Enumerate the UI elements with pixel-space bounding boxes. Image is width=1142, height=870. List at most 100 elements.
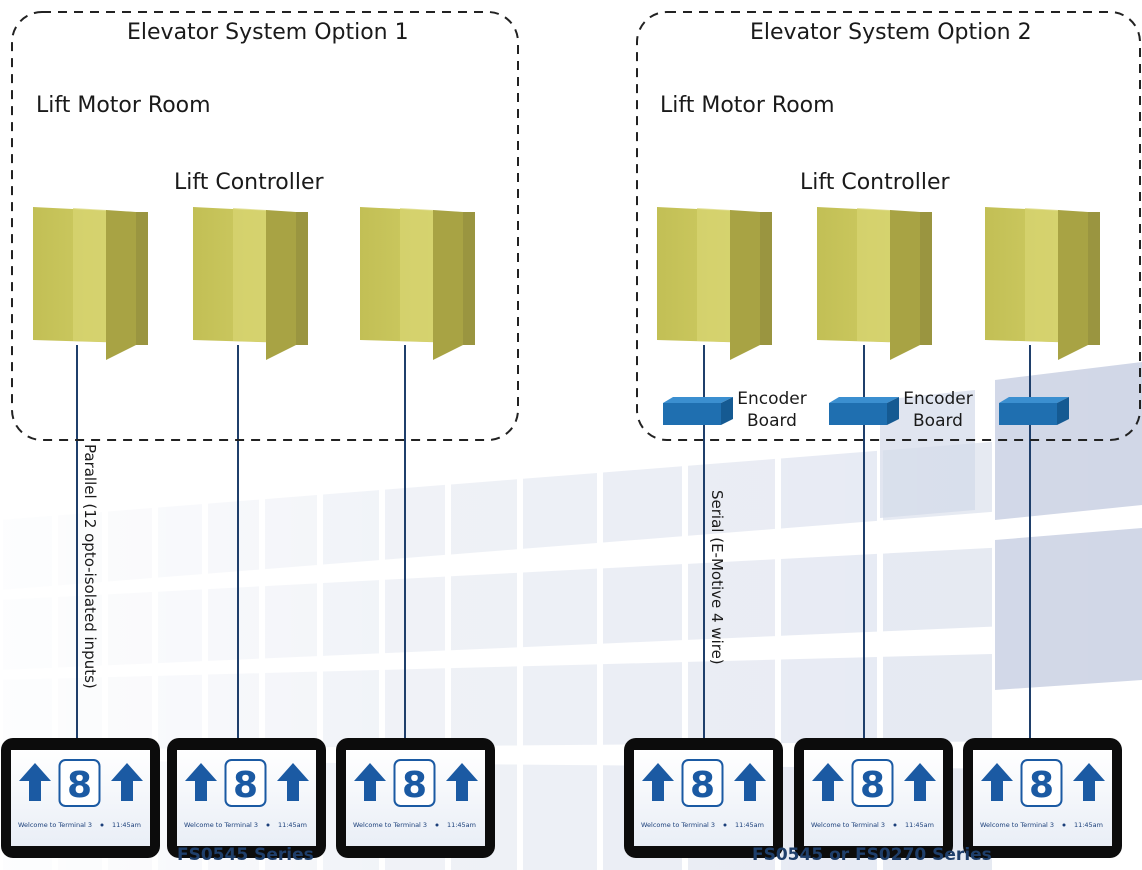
cabinet-edge (296, 212, 308, 345)
cabinet-side (730, 210, 760, 360)
floor-number: 8 (690, 765, 715, 806)
encoder-board (999, 397, 1069, 425)
option2-controller-label: Lift Controller (800, 170, 950, 195)
up-arrow-icon (642, 763, 674, 801)
cabinet-edge (1088, 212, 1100, 345)
floor-number-box (393, 759, 436, 807)
lift-controller-group (33, 207, 1100, 360)
cabinet-door (73, 208, 107, 342)
separator-dot (266, 823, 270, 827)
cabinet-door (233, 208, 267, 342)
lift-controller-cabinet (817, 207, 932, 360)
encoder-board-top (829, 397, 899, 403)
up-arrow-icon (354, 763, 386, 801)
separator-dot (100, 823, 104, 827)
separator-dot (723, 823, 727, 827)
cabinet-door (697, 208, 731, 342)
cabinet-edge (463, 212, 475, 345)
encoder-board-label-2: Encoder Board (898, 388, 978, 432)
display-time: 11:45am (447, 821, 476, 829)
lift-controller-cabinet (193, 207, 308, 360)
floor-number: 8 (1029, 765, 1054, 806)
lift-controller-cabinet (33, 207, 148, 360)
cabinet-side (433, 210, 463, 360)
floor-number-box (224, 759, 267, 807)
cabinet-door (857, 208, 891, 342)
display-time: 11:45am (905, 821, 934, 829)
cabinet-edge (136, 212, 148, 345)
option1-wiring-label: Parallel (12 opto-isolated inputs) (81, 444, 99, 689)
display-time: 11:45am (112, 821, 141, 829)
encoder-board-front (999, 403, 1057, 425)
up-arrow-icon (446, 763, 478, 801)
cabinet-door (1025, 208, 1059, 342)
encoder-board (663, 397, 733, 425)
encoder-board-label-1: Encoder Board (732, 388, 812, 432)
cabinet-side (266, 210, 296, 360)
option2-series-label: FS0545 or FS0270 Series (752, 845, 992, 865)
encoder-board-side (1057, 397, 1069, 425)
cabinet-edge (760, 212, 772, 345)
cabinet-side (106, 210, 136, 360)
up-arrow-icon (19, 763, 51, 801)
option1-controller-label: Lift Controller (174, 170, 324, 195)
display-message: Welcome to Terminal 3 (18, 821, 92, 829)
floor-number-box (681, 759, 724, 807)
separator-dot (1062, 823, 1066, 827)
up-arrow-icon (904, 763, 936, 801)
floor-number: 8 (233, 765, 258, 806)
floor-number: 8 (402, 765, 427, 806)
encoder-board-label-2-text: Encoder Board (903, 389, 973, 431)
display-message: Welcome to Terminal 3 (811, 821, 885, 829)
display-time: 11:45am (735, 821, 764, 829)
lift-controller-cabinet (360, 207, 475, 360)
option1-series-label: FS0545 Series (177, 845, 314, 865)
separator-dot (435, 823, 439, 827)
option2-room-label: Lift Motor Room (660, 93, 835, 118)
up-arrow-icon (981, 763, 1013, 801)
display-message: Welcome to Terminal 3 (184, 821, 258, 829)
encoder-board-front (829, 403, 887, 425)
up-arrow-icon (185, 763, 217, 801)
option2-boundary (636, 11, 1141, 441)
floor-number-box (851, 759, 894, 807)
encoder-board-top (663, 397, 733, 403)
option1-boundary (11, 11, 519, 441)
display-time: 11:45am (278, 821, 307, 829)
cabinet-edge (920, 212, 932, 345)
lift-controller-cabinet (657, 207, 772, 360)
up-arrow-icon (277, 763, 309, 801)
option1-room-label: Lift Motor Room (36, 93, 211, 118)
up-arrow-icon (734, 763, 766, 801)
cabinet-side (890, 210, 920, 360)
encoder-board-top (999, 397, 1069, 403)
option1-title: Elevator System Option 1 (127, 20, 409, 45)
encoder-board-front (663, 403, 721, 425)
cabinet-door (400, 208, 434, 342)
option2-title: Elevator System Option 2 (750, 20, 1032, 45)
encoder-board (829, 397, 899, 425)
floor-number-box (1020, 759, 1063, 807)
encoder-board-side (887, 397, 899, 425)
cabinet-side (1058, 210, 1088, 360)
display-message: Welcome to Terminal 3 (980, 821, 1054, 829)
up-arrow-icon (1073, 763, 1105, 801)
floor-number: 8 (860, 765, 885, 806)
display-message: Welcome to Terminal 3 (353, 821, 427, 829)
lift-controller-cabinet (985, 207, 1100, 360)
floor-number-box (58, 759, 101, 807)
display-time: 11:45am (1074, 821, 1103, 829)
encoder-board-group (663, 397, 1069, 425)
option2-wiring-label: Serial (E-Motive 4 wire) (708, 490, 726, 665)
up-arrow-icon (111, 763, 143, 801)
encoder-board-side (721, 397, 733, 425)
display-message: Welcome to Terminal 3 (641, 821, 715, 829)
